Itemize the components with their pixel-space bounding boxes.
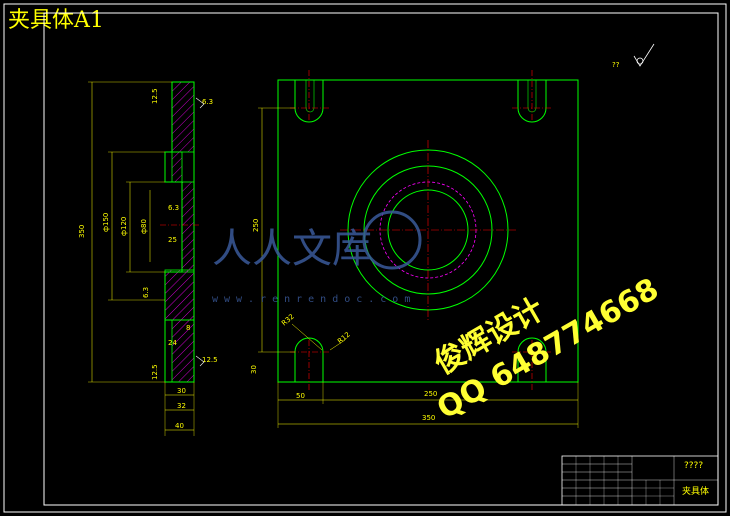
- dim-r125-top: 12.5: [151, 88, 159, 104]
- designer-watermark: 俊辉设计 QQ 648774668: [429, 272, 665, 427]
- watermark-brand: 人人文库: [212, 226, 372, 272]
- ra-6-3-c: 6.3: [202, 98, 213, 106]
- dim-d120: ф120: [120, 217, 128, 236]
- drawing-title: 夹具体A1: [8, 8, 104, 33]
- dim-d80: ф80: [140, 219, 148, 234]
- outer-border: [3, 3, 727, 513]
- dim-r125-bot: 12.5: [151, 364, 159, 380]
- dim-d150: ф150: [102, 213, 110, 232]
- section-view: 350 ф150 ф120 ф80 12.5 12.5 30 32 40 25 …: [78, 81, 218, 436]
- watermark: 人人文库 www.renrendoc.com: [212, 210, 422, 305]
- dim-thk-32: 32: [177, 402, 186, 410]
- dim-bottom-50: 50: [296, 392, 305, 400]
- dim-left-height: 350: [78, 225, 86, 238]
- dim-thk-30: 30: [177, 387, 186, 395]
- inner-border: [43, 12, 719, 506]
- dim-thk-40: 40: [175, 422, 184, 430]
- ra-12-5: 12.5: [202, 356, 218, 364]
- dim-small-25: 25: [168, 236, 177, 244]
- dim-bottom-350: 350: [422, 414, 435, 422]
- plan-view: 250 30 50 250 350 R32 R12: [250, 70, 579, 428]
- dim-right-small: 30: [250, 365, 258, 374]
- ra-6-3-b: 6.3: [142, 287, 150, 298]
- title-block: ???? 夹具体: [561, 455, 719, 506]
- roughness-symbol: ??: [612, 43, 655, 69]
- roughness-note: ??: [612, 61, 620, 69]
- title-block-name: 夹具体: [682, 485, 709, 497]
- watermark-url: www.renrendoc.com: [212, 294, 416, 305]
- dim-bottom-250: 250: [424, 390, 437, 398]
- dim-r12: R12: [336, 331, 352, 346]
- ra-6-3-a: 6.3: [168, 204, 179, 212]
- dim-small-8: 8: [186, 324, 190, 332]
- dim-small-24: 24: [168, 339, 177, 347]
- dim-right-height: 250: [252, 219, 260, 232]
- title-block-code: ????: [684, 461, 703, 471]
